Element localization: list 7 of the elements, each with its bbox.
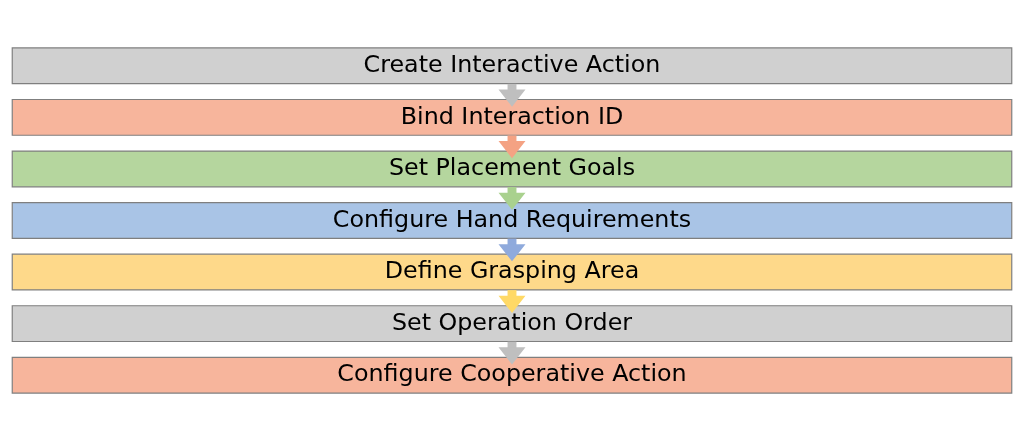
node-box: Define Grasping Area	[11, 253, 1013, 290]
node-box: Create Interactive Action	[11, 46, 1013, 84]
node-box: Set Operation Order	[11, 304, 1013, 342]
node-box: Configure Hand Requirements	[11, 201, 1013, 239]
node-box: Bind Interaction ID	[11, 98, 1013, 136]
node-box: Configure Cooperative Action	[11, 356, 1013, 394]
node-box: Set Placement Goals	[11, 150, 1013, 187]
